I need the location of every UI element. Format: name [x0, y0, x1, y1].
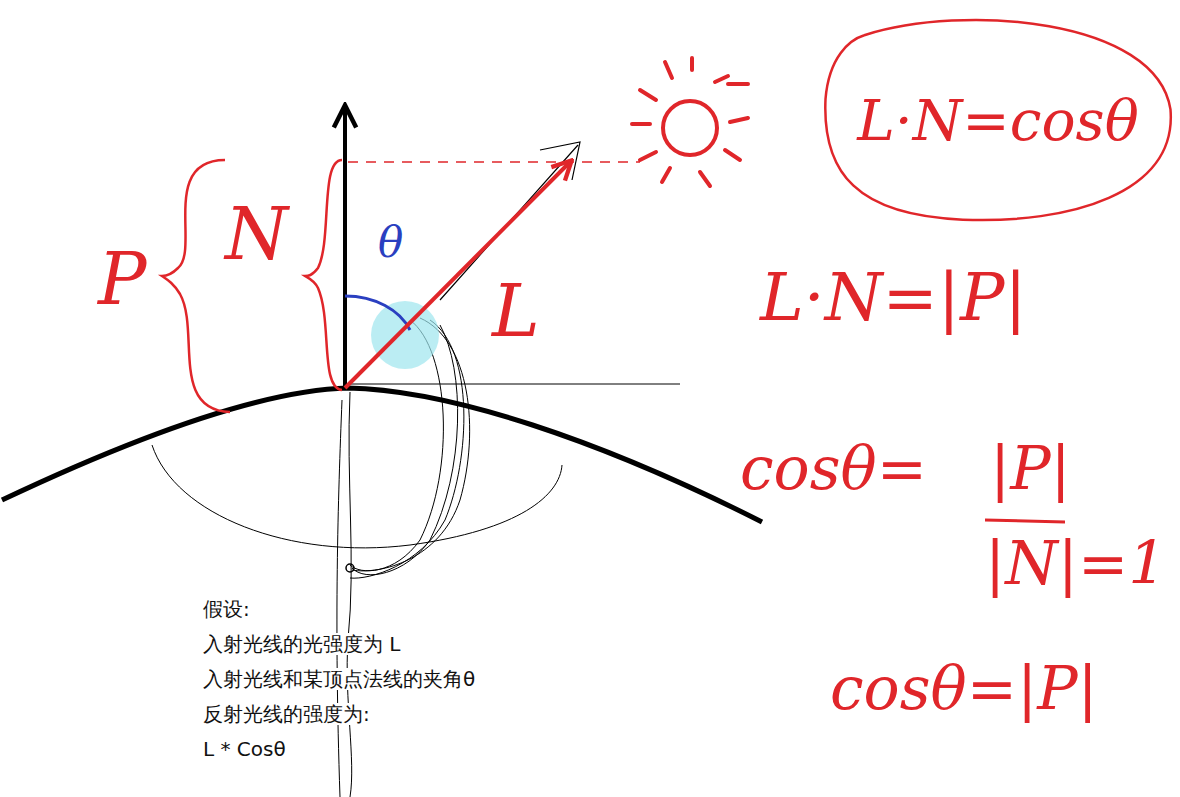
- equation: L·N=|P|: [760, 262, 1027, 335]
- equation: cosθ=|P|: [830, 655, 1098, 721]
- equation: cosθ=: [740, 435, 927, 501]
- handwritten-label: N: [225, 195, 288, 274]
- fraction-bar: [985, 520, 1065, 522]
- angle-arc: [345, 296, 410, 330]
- note-line: 假设:: [200, 598, 253, 620]
- sketch-line: [337, 400, 342, 797]
- handwritten-label: P: [98, 240, 146, 319]
- equation: |P|: [990, 435, 1071, 501]
- vertex-dot: [346, 564, 354, 572]
- highlight-circle: [371, 301, 439, 369]
- equation: |N|=1: [985, 530, 1166, 596]
- brace: [162, 160, 230, 412]
- angle-label: θ: [378, 220, 403, 266]
- note-line: L * Cosθ: [200, 738, 289, 760]
- note-line: 入射光线的光强度为 L: [200, 633, 404, 655]
- brace: [305, 160, 342, 390]
- normal-arrow: [343, 108, 347, 388]
- sketch-outline: [152, 445, 562, 548]
- note-line: 入射光线和某顶点法线的夹角θ: [200, 668, 478, 690]
- equation-oval: L·N=cosθ: [822, 14, 1174, 226]
- surface-curve: [2, 388, 762, 522]
- equation: L·N=cosθ: [857, 87, 1139, 153]
- note-line: 反射光线的强度为:: [200, 703, 373, 725]
- handwritten-label: L: [492, 272, 540, 351]
- sun-symbol: [632, 58, 748, 186]
- light-arrow: [345, 162, 570, 388]
- sketch-line: [347, 392, 352, 797]
- tangent-line: [345, 384, 680, 385]
- projection-line: [348, 161, 640, 163]
